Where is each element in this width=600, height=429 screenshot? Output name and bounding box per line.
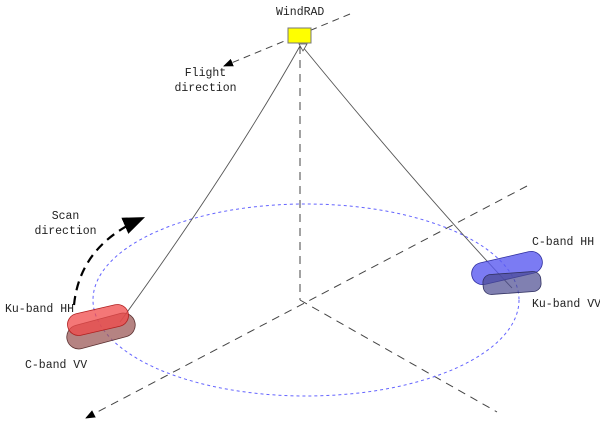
windrad-instrument-icon (287, 27, 312, 44)
flight-direction-line-2: direction (174, 82, 237, 95)
ku-band-vv-footprint (482, 271, 542, 295)
scan-circle (92, 203, 520, 397)
windrad-label: WindRAD (276, 6, 325, 19)
c-band-hh-label: C-band HH (532, 236, 595, 249)
ground-axis-right (299, 299, 498, 413)
flight-direction-label: Flight direction (168, 66, 243, 96)
flight-direction-axis (223, 13, 351, 67)
beam-right (301, 45, 513, 289)
antenna-icon (298, 43, 308, 52)
c-band-vv-label: C-band VV (25, 359, 88, 372)
beam-left (119, 45, 301, 323)
scan-direction-label: Scan direction (28, 209, 103, 239)
scan-direction-line-1: Scan (51, 210, 80, 223)
ground-axis-diagonal (85, 185, 528, 419)
flight-direction-line-1: Flight (184, 67, 227, 80)
ku-band-hh-footprint (67, 304, 129, 336)
ku-band-vv-label: Ku-band VV (532, 298, 600, 311)
ku-band-hh-label: Ku-band HH (5, 303, 75, 316)
scan-direction-line-2: direction (34, 225, 97, 238)
